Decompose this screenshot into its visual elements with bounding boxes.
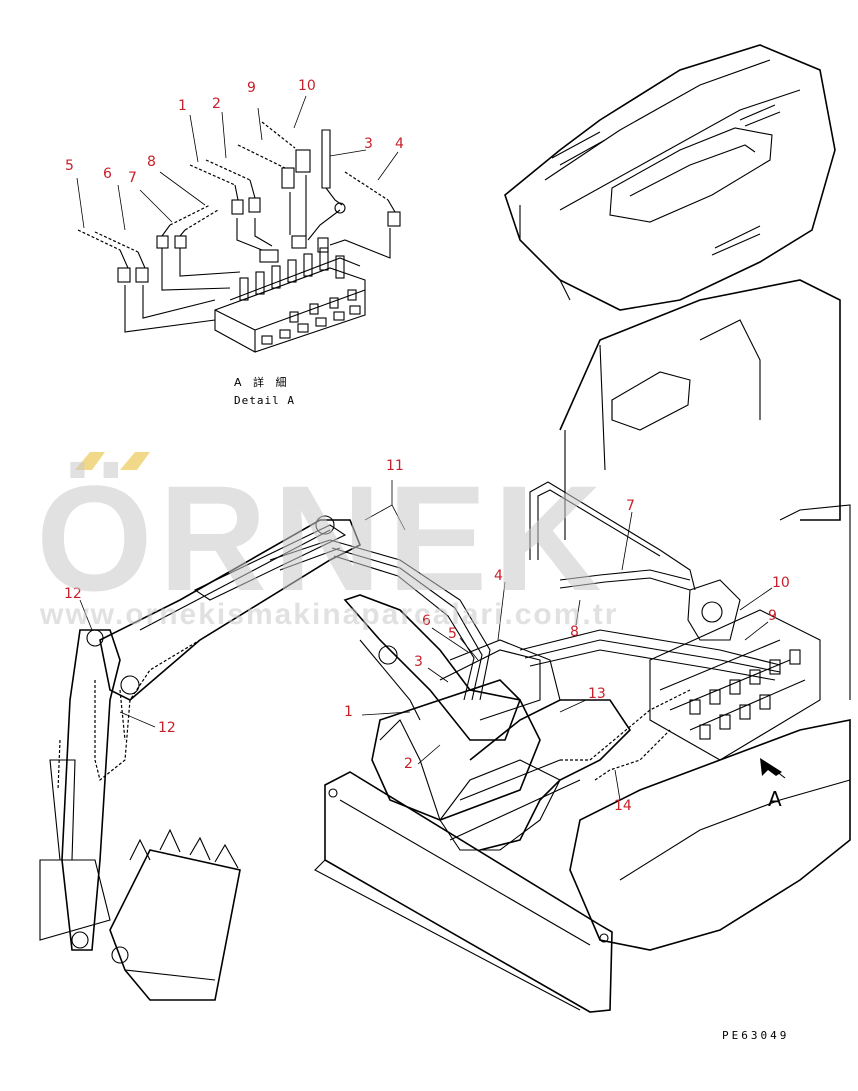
detail-hose-1-2	[189, 159, 261, 215]
main-label-9[interactable]: 9	[768, 608, 777, 624]
excavator-drawing	[39, 44, 851, 1013]
detail-label-1[interactable]: 1	[178, 98, 187, 114]
view-a-letter: A	[768, 787, 782, 811]
main-part-labels: 11 7 4 10 9 8 6 5 3 12 12 13 1 2 14	[64, 458, 790, 814]
detail-label-5[interactable]: 5	[65, 158, 74, 174]
detail-title-jp: A 詳 細	[234, 375, 291, 389]
main-valve-bank	[649, 579, 821, 761]
main-label-2[interactable]: 2	[404, 756, 413, 772]
main-label-1[interactable]: 1	[344, 704, 353, 720]
dozer-blade	[314, 771, 613, 1013]
watermark: ÖRNEK www.ornekismakinaparcalari.com.tr	[36, 452, 618, 631]
detail-a-valve-assembly	[76, 95, 401, 353]
detail-part-labels: 5 6 7 8 1 2 9 10 3 4	[65, 78, 404, 186]
main-label-5[interactable]: 5	[448, 626, 457, 642]
main-label-14[interactable]: 14	[614, 798, 632, 814]
detail-title-en: Detail A	[234, 394, 295, 407]
stick	[39, 629, 121, 951]
main-label-12-top[interactable]: 12	[64, 586, 82, 602]
view-a-arrow	[760, 758, 786, 779]
main-label-6[interactable]: 6	[422, 613, 431, 629]
watermark-url: www.ornekismakinaparcalari.com.tr	[39, 598, 618, 631]
upper-body	[559, 279, 851, 700]
bucket	[109, 828, 241, 1001]
detail-label-10[interactable]: 10	[298, 78, 316, 94]
main-label-13[interactable]: 13	[588, 686, 606, 702]
main-label-8[interactable]: 8	[570, 624, 579, 640]
detail-hose-3	[321, 129, 346, 214]
detail-hose-9-10	[237, 121, 311, 189]
main-label-12-mid[interactable]: 12	[158, 720, 176, 736]
detail-label-7[interactable]: 7	[128, 170, 137, 186]
detail-label-3[interactable]: 3	[364, 136, 373, 152]
engine-hood	[504, 44, 836, 311]
crawler-track	[379, 719, 851, 951]
boom-swing-bracket	[343, 594, 541, 741]
detail-label-9[interactable]: 9	[247, 80, 256, 96]
detail-label-6[interactable]: 6	[103, 166, 112, 182]
detail-hose-7-8	[156, 204, 219, 249]
detail-hose-4	[344, 171, 401, 227]
detail-hose-5-6	[77, 229, 149, 283]
main-label-7[interactable]: 7	[626, 498, 635, 514]
main-leader-lines	[79, 480, 773, 801]
detail-label-2[interactable]: 2	[212, 96, 221, 112]
boom-arm	[99, 515, 362, 701]
detail-label-4[interactable]: 4	[395, 136, 404, 152]
main-label-10[interactable]: 10	[772, 575, 790, 591]
main-label-11[interactable]: 11	[386, 458, 404, 474]
detail-label-8[interactable]: 8	[147, 154, 156, 170]
drawing-code: PE63049	[722, 1029, 789, 1042]
main-label-3[interactable]: 3	[414, 654, 423, 670]
swing-base	[371, 689, 632, 851]
main-label-4[interactable]: 4	[494, 568, 503, 584]
watermark-brand: ÖRNEK	[36, 454, 608, 622]
